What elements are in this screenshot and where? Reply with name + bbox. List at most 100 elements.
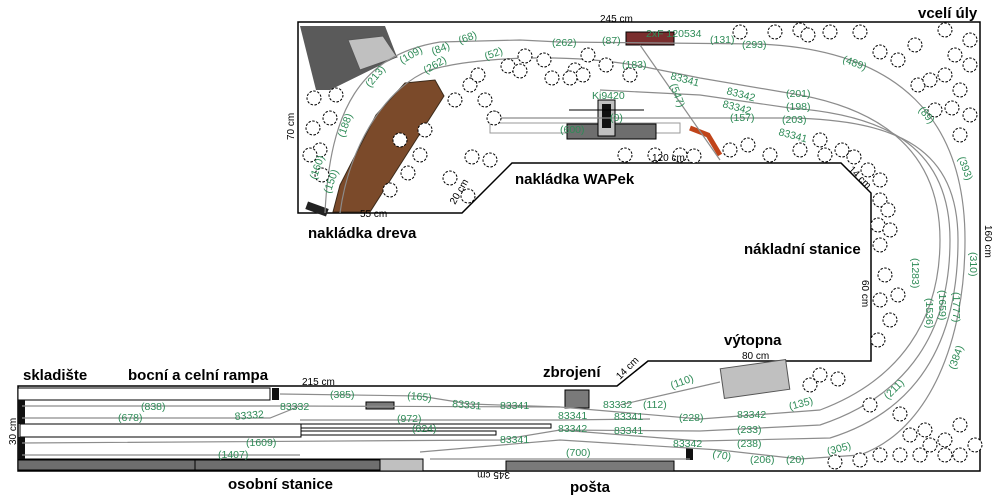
crane-cab — [602, 104, 611, 128]
track-label: (385) — [330, 389, 355, 401]
tree-icon — [962, 32, 978, 48]
passenger-building — [17, 459, 381, 471]
baseboard-outline — [17, 21, 981, 472]
shed-roof — [347, 35, 398, 71]
title-armament: zbrojení — [543, 364, 601, 381]
tree-icon — [732, 24, 748, 40]
track-label: 83332 — [234, 408, 264, 423]
title-post: pošta — [570, 479, 611, 496]
track-label: (1609) — [246, 437, 276, 449]
tree-icon — [852, 452, 868, 468]
title-passenger-station: osobní stanice — [228, 476, 333, 493]
tree-icon — [544, 70, 560, 86]
brick-wagon — [689, 125, 723, 157]
tree-icon — [512, 63, 528, 79]
track-label: 83331 — [452, 398, 482, 413]
tree-icon — [686, 148, 702, 164]
tree-icon — [302, 147, 318, 163]
island-platform-ext2 — [300, 430, 497, 436]
tree-icon — [877, 267, 893, 283]
dimension-label: 55 cm — [360, 209, 387, 220]
tree-icon — [417, 122, 433, 138]
island-platform-ext — [300, 423, 552, 429]
tree-icon — [907, 37, 923, 53]
tree-icon — [872, 292, 888, 308]
tree-icon — [892, 447, 908, 463]
tree-icon — [822, 24, 838, 40]
tree-icon — [382, 182, 398, 198]
track-label: 83341 — [500, 434, 529, 446]
track-label: (206) — [750, 454, 775, 466]
tree-icon — [812, 132, 828, 148]
tree-icon — [882, 312, 898, 328]
tree-icon — [912, 447, 928, 463]
dimension-label: 30 cm — [8, 418, 19, 445]
tree-icon — [962, 107, 978, 123]
tree-icon — [400, 165, 416, 181]
tree-icon — [817, 147, 833, 163]
track-label: 2xF 120534 — [646, 28, 702, 40]
track-label: (1659) — [936, 290, 948, 320]
track-label: (183) — [622, 59, 647, 71]
tree-icon — [328, 87, 344, 103]
tree-icon — [922, 437, 938, 453]
track-label: (600) — [560, 124, 585, 136]
tree-icon — [937, 22, 953, 38]
tree-icon — [860, 162, 876, 178]
track-label: 83341 — [500, 400, 529, 412]
tree-icon — [830, 371, 846, 387]
tree-icon — [482, 152, 498, 168]
tree-icon — [846, 149, 862, 165]
tree-icon — [952, 417, 968, 433]
dimension-label: 70 cm — [286, 113, 297, 140]
track-label: (87) — [602, 35, 621, 47]
track-label: (678) — [118, 412, 143, 424]
track-label: (233) — [737, 424, 762, 436]
ramp-platform — [17, 387, 271, 401]
track-label: (228) — [679, 412, 704, 424]
tree-icon — [305, 120, 321, 136]
dimension-label: 160 cm — [982, 225, 993, 258]
track-label: 83342 — [737, 409, 766, 421]
tree-icon — [314, 167, 330, 183]
tree-icon — [575, 67, 591, 83]
tree-icon — [792, 142, 808, 158]
tree-icon — [562, 70, 578, 86]
tree-icon — [947, 47, 963, 63]
tree-icon — [462, 77, 478, 93]
tree-icon — [322, 110, 338, 126]
tree-icon — [872, 192, 888, 208]
tree-icon — [486, 110, 502, 126]
track-label: (165) — [407, 390, 432, 404]
tree-icon — [470, 67, 486, 83]
title-engine-shed: výtopna — [724, 332, 782, 349]
tree-icon — [952, 447, 968, 463]
dimension-label: 215 cm — [302, 377, 335, 388]
buffer-stop-ramp — [272, 388, 279, 400]
tree-icon — [622, 67, 638, 83]
track-label: (20) — [786, 454, 805, 466]
goods-wagon-2xF — [625, 31, 675, 46]
track-label: (262) — [552, 37, 577, 49]
title-ramp: bocní a celní rampa — [128, 367, 269, 384]
trees — [302, 22, 983, 470]
track-labels: (838)(678)8333283332(385)(165)83331(972)… — [118, 28, 979, 466]
title-warehouse: skladište — [23, 367, 87, 384]
tree-icon — [392, 132, 408, 148]
track-label: (700) — [566, 447, 591, 459]
tree-icon — [952, 82, 968, 98]
track-label: (131) — [710, 34, 735, 46]
tree-icon — [477, 92, 493, 108]
tree-icon — [967, 437, 983, 453]
tree-icon — [922, 72, 938, 88]
dimension-label: 120 cm — [652, 153, 685, 164]
buffer-stop-post — [686, 448, 693, 460]
track-label: 83341 — [614, 425, 643, 437]
tree-icon — [762, 147, 778, 163]
track-label: (293) — [742, 39, 767, 51]
wagon-wood — [305, 201, 329, 217]
track-label: (838) — [141, 401, 166, 413]
track-label: (1283) — [909, 258, 921, 288]
tree-icon — [580, 47, 596, 63]
tree-icon — [890, 52, 906, 68]
